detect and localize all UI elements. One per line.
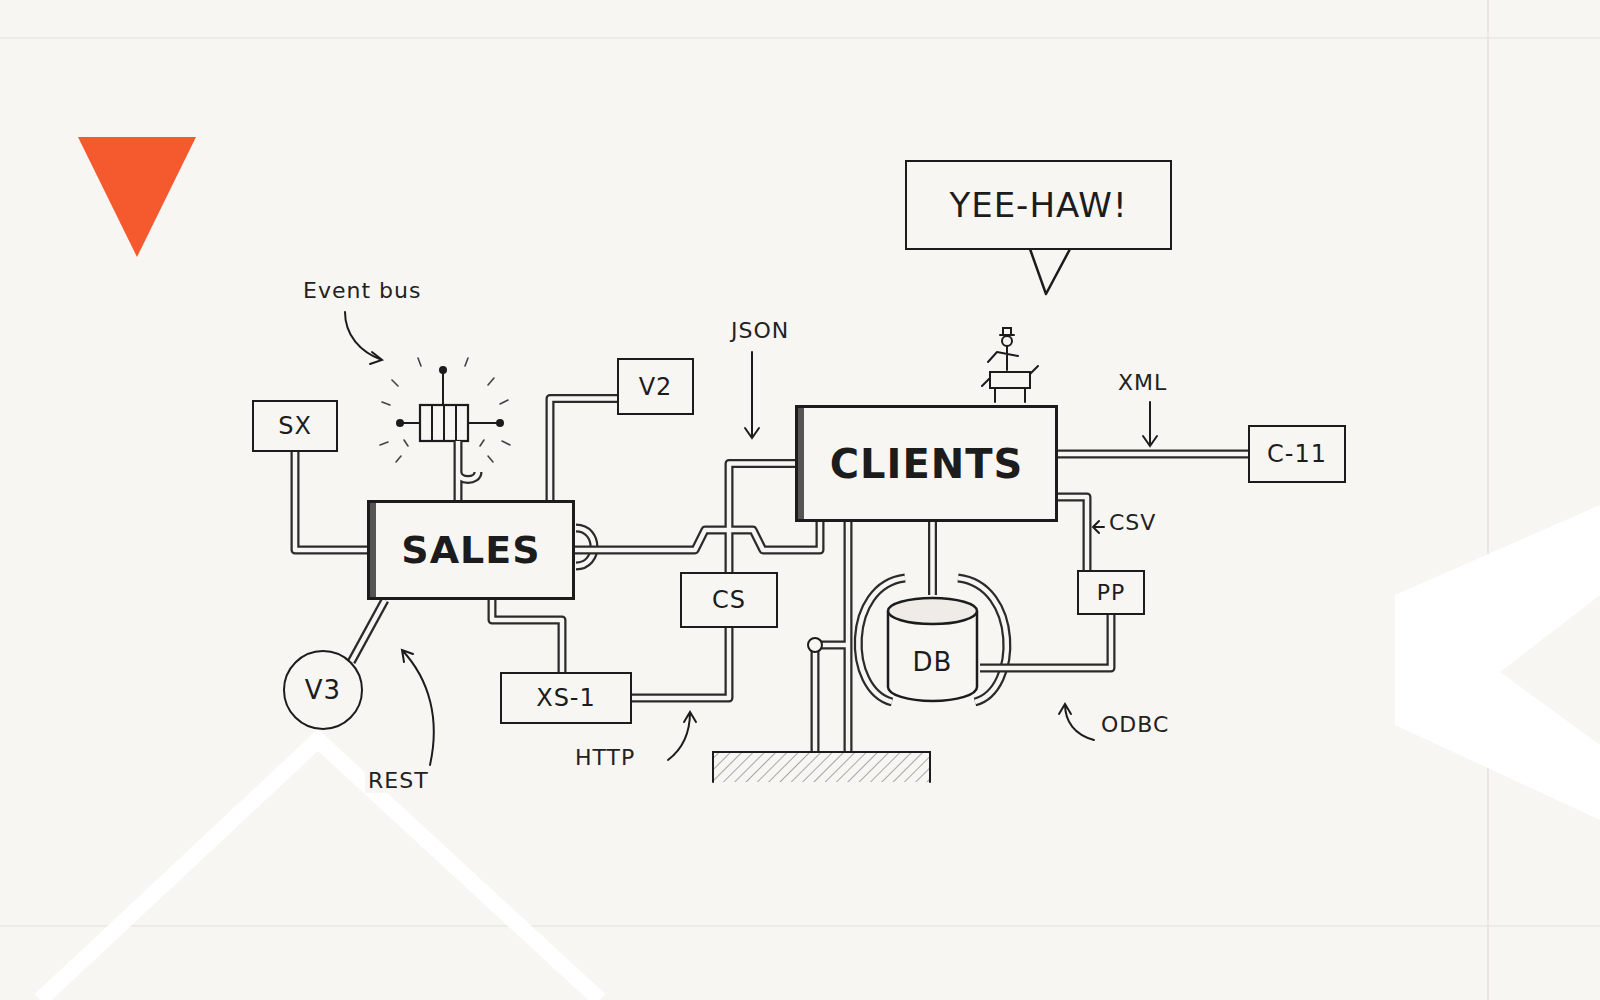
pipe-connector (928, 522, 937, 595)
annotation-label: HTTP (572, 745, 638, 770)
leader-arrow (345, 312, 1157, 765)
database-cylinder: DB (885, 595, 980, 705)
frame-line (0, 925, 1600, 926)
node-label: V2 (639, 373, 673, 401)
pipe-connector (351, 600, 385, 662)
pipe-loop (858, 578, 1007, 702)
base-platform (713, 752, 930, 782)
node-label: CS (712, 586, 746, 614)
pipe-connector (632, 628, 729, 698)
pipe-connector (1058, 450, 1248, 459)
service-box: XS-1 (500, 672, 632, 724)
service-box: CS (680, 572, 778, 628)
node-label: DB (913, 647, 953, 677)
service-circle: V3 (283, 650, 363, 730)
annotation-label: Event bus (300, 278, 424, 303)
pipe-core (492, 600, 562, 672)
frame-line (1487, 0, 1488, 1000)
node-label: PP (1097, 580, 1126, 605)
pipe-connector (295, 452, 367, 550)
frame-line (0, 37, 1600, 38)
pipe-core (632, 628, 729, 698)
pipe-core (980, 615, 1111, 668)
system-box: SALES (367, 500, 575, 600)
pipe-core (295, 452, 367, 550)
pipe-connector (492, 600, 562, 672)
event-bus-icon (380, 358, 510, 462)
pipe-connector (575, 522, 820, 550)
pipe-joint (808, 638, 822, 652)
support-pipe (815, 522, 848, 752)
node-label: CLIENTS (830, 441, 1024, 487)
brand-triangle (78, 137, 196, 257)
annotation-label: XML (1115, 370, 1170, 395)
pipe-connector (1058, 497, 1087, 570)
pipe-core (1058, 452, 1248, 457)
service-box: PP (1077, 570, 1145, 615)
annotation-label: REST (365, 768, 432, 793)
bubble-tail (1030, 249, 1070, 294)
service-box: C-11 (1248, 425, 1346, 483)
speech-bubble: YEE-HAW! (905, 160, 1172, 250)
pipe-core (351, 600, 385, 662)
pipe-connector (550, 399, 617, 501)
system-box: CLIENTS (795, 405, 1058, 522)
pipe-core (930, 522, 935, 595)
cowboy-figure (982, 328, 1038, 402)
support-pipe (815, 522, 848, 752)
chevron-watermark (1395, 505, 1600, 820)
node-label: SX (278, 412, 312, 440)
node-label: XS-1 (536, 684, 596, 712)
annotation-label: JSON (728, 318, 792, 343)
bus-pipe (458, 441, 478, 500)
service-box: V2 (617, 358, 694, 415)
node-label: C-11 (1267, 440, 1327, 468)
pipe-connector (729, 464, 795, 573)
pipe-core (729, 464, 795, 573)
annotation-label: CSV (1106, 510, 1159, 535)
service-box: SX (252, 400, 338, 452)
pipe-core (575, 522, 820, 550)
pipe-core (1058, 497, 1087, 570)
chevron-watermark (40, 740, 600, 1000)
node-label: SALES (401, 528, 540, 572)
pipe-connector (980, 615, 1111, 668)
annotation-label: ODBC (1098, 712, 1172, 737)
bus-pipe (458, 441, 478, 500)
pipe-core (550, 399, 617, 501)
pipe-loop (858, 578, 1007, 702)
node-label: V3 (305, 675, 341, 705)
node-label: YEE-HAW! (949, 185, 1127, 225)
